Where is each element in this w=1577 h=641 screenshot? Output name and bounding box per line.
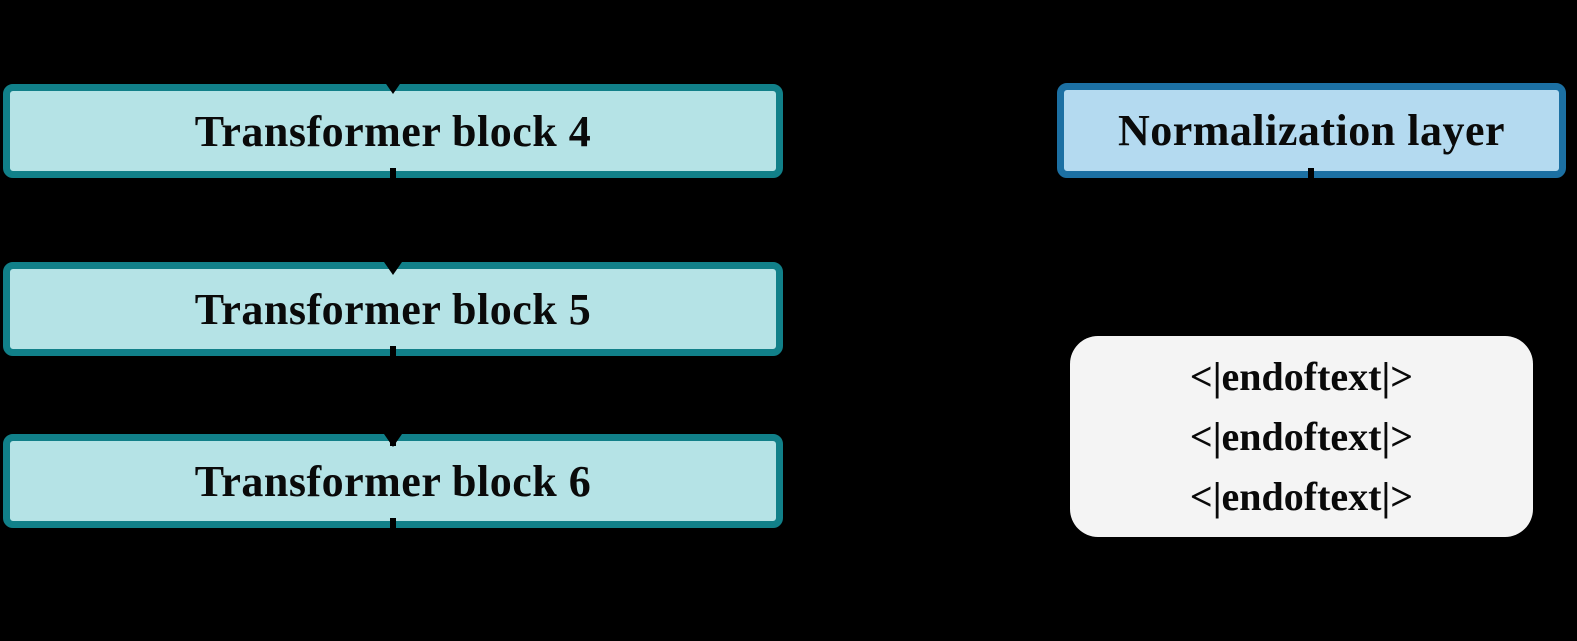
endoftext-token-3: <|endoftext|> (1189, 473, 1414, 519)
transformer-block-6-box: Transformer block 6 (3, 434, 783, 528)
arrow-down-icon (384, 262, 402, 275)
transformer-block-4-label: Transformer block 4 (194, 106, 592, 156)
arrow-down-icon (384, 434, 402, 447)
arrow-line (1308, 168, 1314, 320)
transformer-block-5-label: Transformer block 5 (194, 284, 592, 334)
arrow-line (390, 346, 396, 446)
transformer-block-5-box: Transformer block 5 (3, 262, 783, 356)
transformer-block-4-box: Transformer block 4 (3, 84, 783, 178)
arrow-down-icon (384, 81, 402, 94)
arrow-line (390, 518, 396, 580)
endoftext-token-2: <|endoftext|> (1189, 413, 1414, 459)
arrow-down-icon (1302, 318, 1320, 331)
transformer-block-6-label: Transformer block 6 (194, 456, 592, 506)
endoftext-token-1: <|endoftext|> (1189, 353, 1414, 399)
arrow-line (390, 30, 396, 86)
normalization-layer-label: Normalization layer (1117, 106, 1506, 155)
endoftext-token-box: <|endoftext|> <|endoftext|> <|endoftext|… (1070, 336, 1533, 537)
arrow-line (390, 168, 396, 268)
arrow-down-icon (384, 578, 402, 591)
normalization-layer-box: Normalization layer (1057, 83, 1566, 178)
